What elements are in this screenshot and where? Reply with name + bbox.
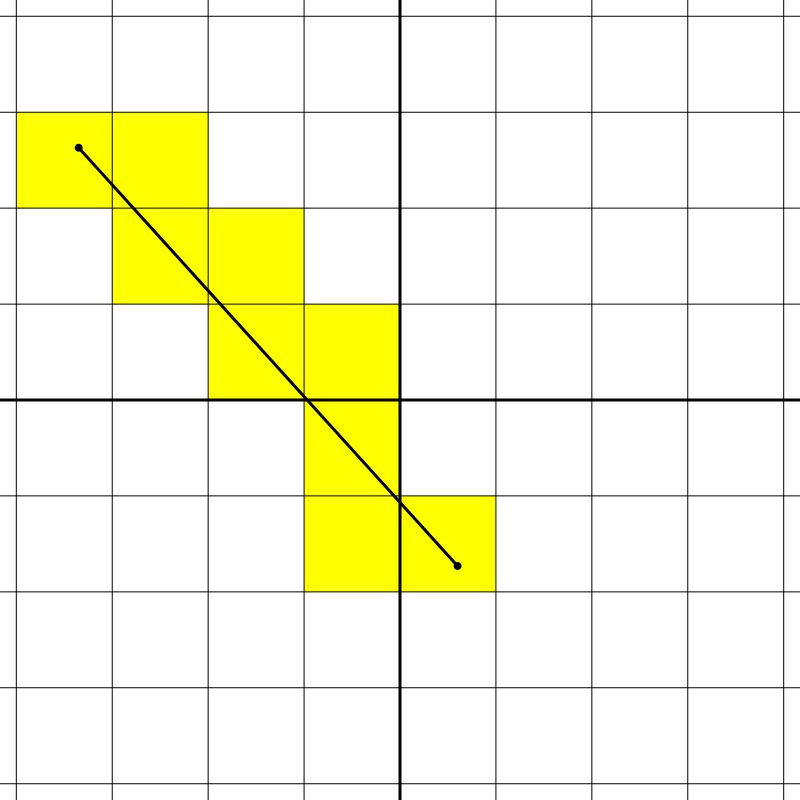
segment-end-point [453,561,462,570]
line-segment [77,146,460,568]
highlighted-cell [208,208,305,305]
line-segment-group [74,143,462,570]
highlighted-cell [304,304,400,400]
highlighted-cell [400,495,496,592]
highlighted-cell [112,112,209,209]
highlighted-cell [112,208,209,305]
highlighted-cells [16,112,496,592]
highlighted-cell [208,304,305,400]
highlighted-cell [16,112,113,209]
segment-start-point [74,143,83,152]
highlighted-cell [304,495,400,592]
